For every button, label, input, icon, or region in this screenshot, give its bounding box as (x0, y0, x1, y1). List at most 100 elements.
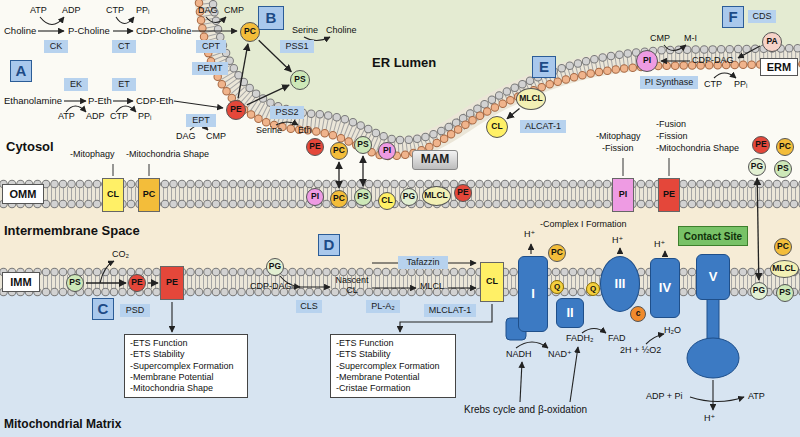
inner-membrane (0, 269, 800, 276)
enzyme-box: CPT (196, 40, 226, 53)
er-membrane (211, 0, 800, 140)
reaction-arrow (292, 286, 330, 287)
membrane-lipid: CL (480, 262, 504, 302)
enzyme-box: ET (112, 78, 136, 91)
leader-line (113, 164, 114, 176)
lipid-circle: CL (378, 192, 396, 210)
text-label: ATP (748, 392, 765, 402)
reaction-arrow (116, 17, 134, 24)
reaction-arrow (712, 380, 713, 410)
node-text: IV (659, 281, 671, 295)
node-text: PG (269, 262, 281, 271)
er-membrane (211, 0, 800, 140)
text-label: NAD⁺ (548, 350, 572, 360)
lipid-circle: CL (486, 116, 508, 138)
complex-shape: IV (650, 258, 680, 318)
node-text: CK (50, 42, 63, 52)
enzyme-box: CK (44, 40, 68, 53)
text-label: P-Eth (88, 96, 112, 106)
reaction-arrow (714, 73, 736, 78)
function-line: -ETS Stability (336, 349, 450, 360)
enzyme-box: PEMT (192, 62, 228, 75)
reaction-arrow (38, 17, 760, 410)
lipid-circle: PS (354, 136, 372, 154)
complex-shape: II (556, 298, 584, 328)
inner-membrane (0, 272, 800, 292)
lipid-circle: PS (290, 70, 310, 90)
lipid-circle: PG (748, 158, 766, 176)
lipid-circle: PC (240, 22, 260, 42)
reaction-arrow (582, 329, 606, 334)
er-membrane (205, 0, 800, 148)
node-text: III (615, 277, 626, 291)
node-text: CT (118, 42, 130, 52)
reaction-arrow (738, 46, 760, 58)
node-text: I (531, 287, 535, 301)
node-text: PE (230, 105, 241, 114)
node-text: ET (118, 80, 130, 90)
reaction-arrow (516, 342, 548, 348)
node-text: A (16, 63, 27, 80)
node-text: Tafazzin (406, 258, 439, 268)
lipid-circle: PE (226, 100, 246, 120)
node-text: c (636, 309, 641, 318)
node-text: C (98, 301, 109, 318)
text-label: CMP (650, 34, 670, 44)
text-label: Choline (4, 26, 36, 36)
step-letter: E (532, 56, 556, 78)
node-text: PE (663, 190, 675, 200)
er-membrane (199, 3, 800, 156)
text-label: Intermembrane Space (4, 224, 140, 238)
node-text: IMM (10, 276, 31, 288)
reaction-arrow (338, 162, 339, 188)
step-letter: B (258, 6, 284, 30)
node-text: PC (333, 146, 345, 155)
node-text: PS (69, 278, 80, 287)
text-label: ATP (58, 112, 75, 122)
reaction-arrow (174, 101, 223, 108)
reaction-arrow (507, 109, 520, 119)
text-label: PPᵢ (136, 6, 149, 16)
membrane-lipid: PI (612, 178, 634, 212)
lipid-circle: PC (776, 138, 794, 156)
function-box: -ETS Function-ETS Stability-Supercomplex… (124, 334, 248, 398)
complex-shape: III (600, 256, 640, 312)
lipid-circle: PC (548, 244, 566, 262)
lipid-circle: PA (762, 32, 782, 52)
complex-shape: I (518, 256, 548, 332)
reaction-arrow (400, 304, 492, 332)
text-label: CTP (106, 6, 124, 16)
text-label: CO₂ (112, 250, 129, 260)
text-label: -Fusion (656, 120, 686, 130)
node-text: PC (551, 248, 563, 257)
membrane-tag: IMM (2, 272, 40, 292)
function-line: -ETS Function (130, 338, 242, 349)
step-letter: A (10, 60, 32, 82)
lipid-circle: MLCL (770, 260, 799, 278)
text-label: DAG (176, 132, 196, 142)
node-text: MAM (421, 153, 450, 166)
atp-synthase-stalk (687, 338, 739, 378)
text-label: 2H + ½O2 (620, 346, 661, 356)
text-label: Eth (298, 126, 312, 136)
enzyme-box: PI Synthase (640, 76, 698, 89)
reaction-arrow (38, 30, 64, 31)
text-label: CTP (110, 112, 128, 122)
function-line: -ETS Function (336, 338, 450, 349)
function-line: -Supercomplex Formation (336, 361, 450, 372)
lipid-circle: PG (266, 258, 284, 276)
lipid-circle: MLCL (516, 88, 546, 110)
text-label: Mitochondrial Matrix (4, 418, 121, 431)
text-label: DAG (198, 6, 218, 16)
reaction-arrow (113, 100, 133, 101)
step-letter: D (318, 234, 340, 256)
node-text: MLCL (519, 94, 543, 103)
node-text: PI Synthase (645, 78, 694, 88)
lipid-circle: PE (454, 184, 472, 202)
node-text: PG (403, 192, 415, 201)
text-label: ADP (86, 112, 105, 122)
node-text: EPT (192, 116, 210, 126)
text-label: -Complex I Formation (540, 220, 627, 230)
reaction-arrow (113, 30, 133, 31)
